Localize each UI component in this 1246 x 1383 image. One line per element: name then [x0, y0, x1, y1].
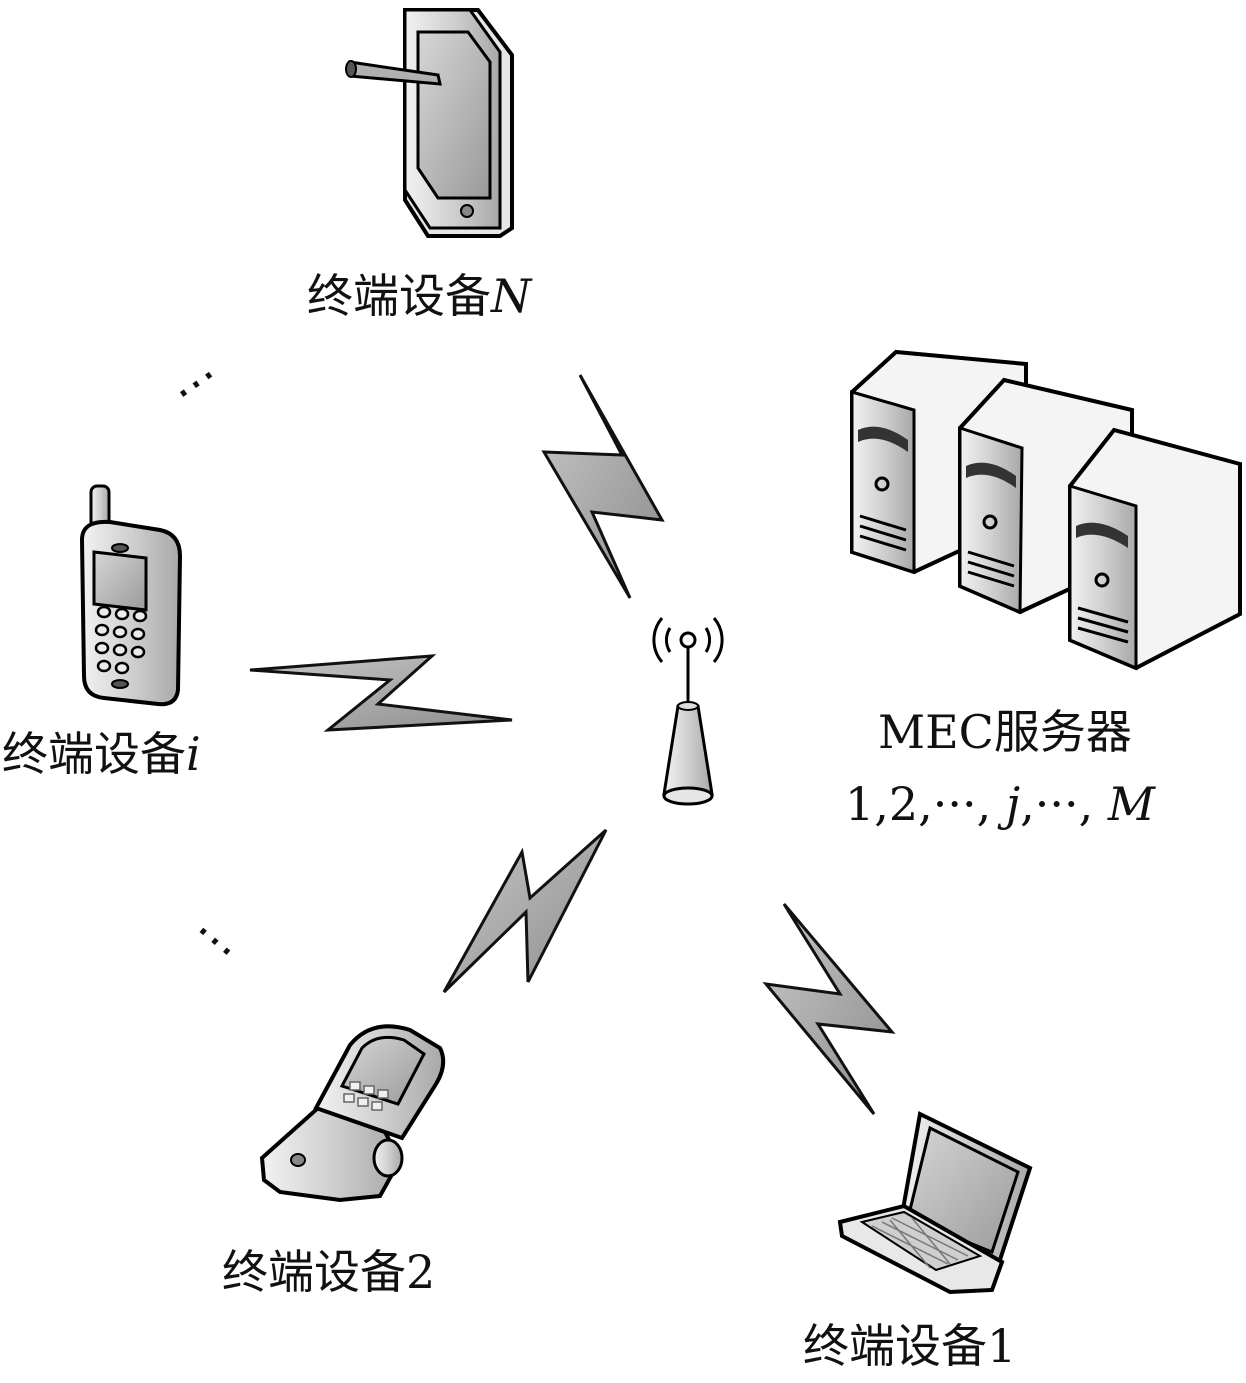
server-range: 1,2,···, j,···, M [845, 777, 1157, 831]
device-2-label: 终端设备2 [222, 1245, 435, 1299]
mec-server-icon [850, 349, 1242, 671]
wireless-link-2 [442, 828, 608, 994]
wireless-link-bolts [249, 374, 896, 1115]
flip-phone-icon [259, 1024, 446, 1203]
wireless-link-i [249, 654, 513, 732]
server-title: MEC服务器 [878, 705, 1132, 759]
server-unit [1068, 427, 1242, 671]
base-station-icon [652, 617, 724, 806]
device-n-label: 终端设备N [307, 269, 533, 323]
ellipsis-upper: ⋯ [161, 348, 230, 419]
wireless-link-n [541, 374, 665, 599]
mobile-phone-icon [79, 484, 183, 707]
device-1-label: 终端设备1 [803, 1319, 1016, 1373]
tablet-icon [345, 8, 514, 238]
ellipsis-lower: ⋯ [181, 905, 251, 976]
wireless-link-1 [762, 903, 896, 1115]
laptop-icon [837, 1111, 1033, 1295]
device-i-label: 终端设备i [2, 727, 201, 781]
